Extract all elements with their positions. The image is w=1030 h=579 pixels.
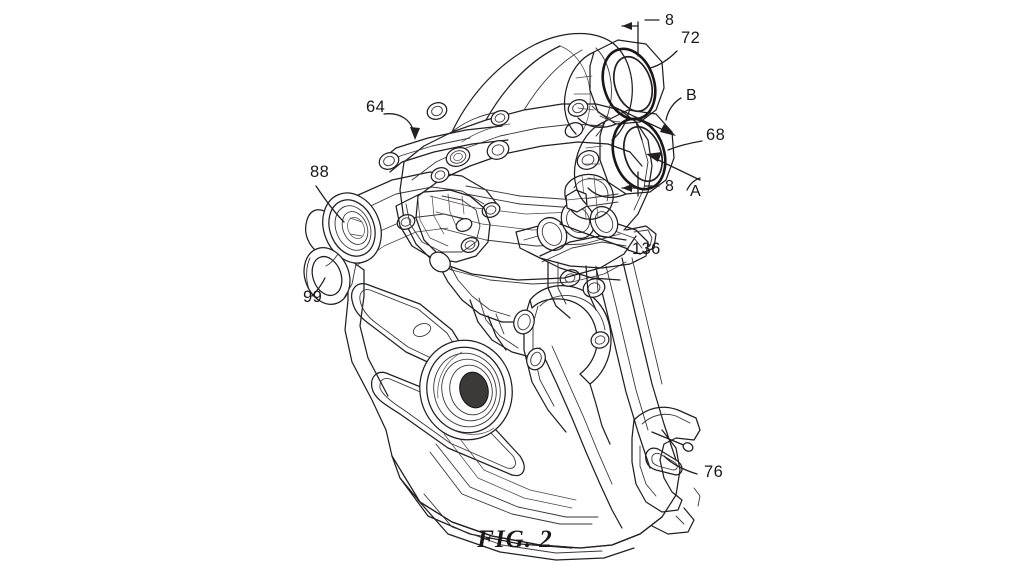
gearcase-block	[395, 189, 491, 263]
flow-direction-labels: A B	[686, 87, 701, 200]
bolt-flange-rail	[378, 99, 600, 253]
mounting-bracket-76	[631, 406, 701, 535]
numeral-64: 64	[366, 98, 385, 116]
reference-numeral-labels: 64 68 72 76 88 99 136	[303, 29, 725, 481]
section-marker-8-top: 8	[665, 12, 674, 29]
bolt-boss-group	[378, 99, 600, 253]
center-crank-bore	[412, 323, 513, 441]
flow-label-b: B	[686, 87, 697, 104]
numeral-88: 88	[310, 163, 329, 181]
section-marker-labels: 8 8	[665, 12, 674, 195]
figure-caption: FIG. 2	[477, 526, 553, 553]
leader-lines	[311, 50, 703, 475]
valve-actuator-cluster-136	[515, 173, 657, 319]
numeral-68: 68	[706, 126, 725, 144]
numeral-76: 76	[704, 463, 723, 481]
section-marker-8-bottom: 8	[665, 178, 674, 195]
numeral-99: 99	[303, 288, 322, 306]
left-bearing-bores	[303, 192, 382, 305]
bypass-tube-assembly	[429, 251, 546, 371]
section-line-8	[621, 19, 660, 197]
numeral-136: 136	[632, 240, 661, 258]
outlet-ducts	[563, 39, 675, 205]
flow-arrows	[611, 97, 701, 191]
flow-label-a: A	[690, 183, 701, 200]
numeral-72: 72	[681, 29, 700, 47]
